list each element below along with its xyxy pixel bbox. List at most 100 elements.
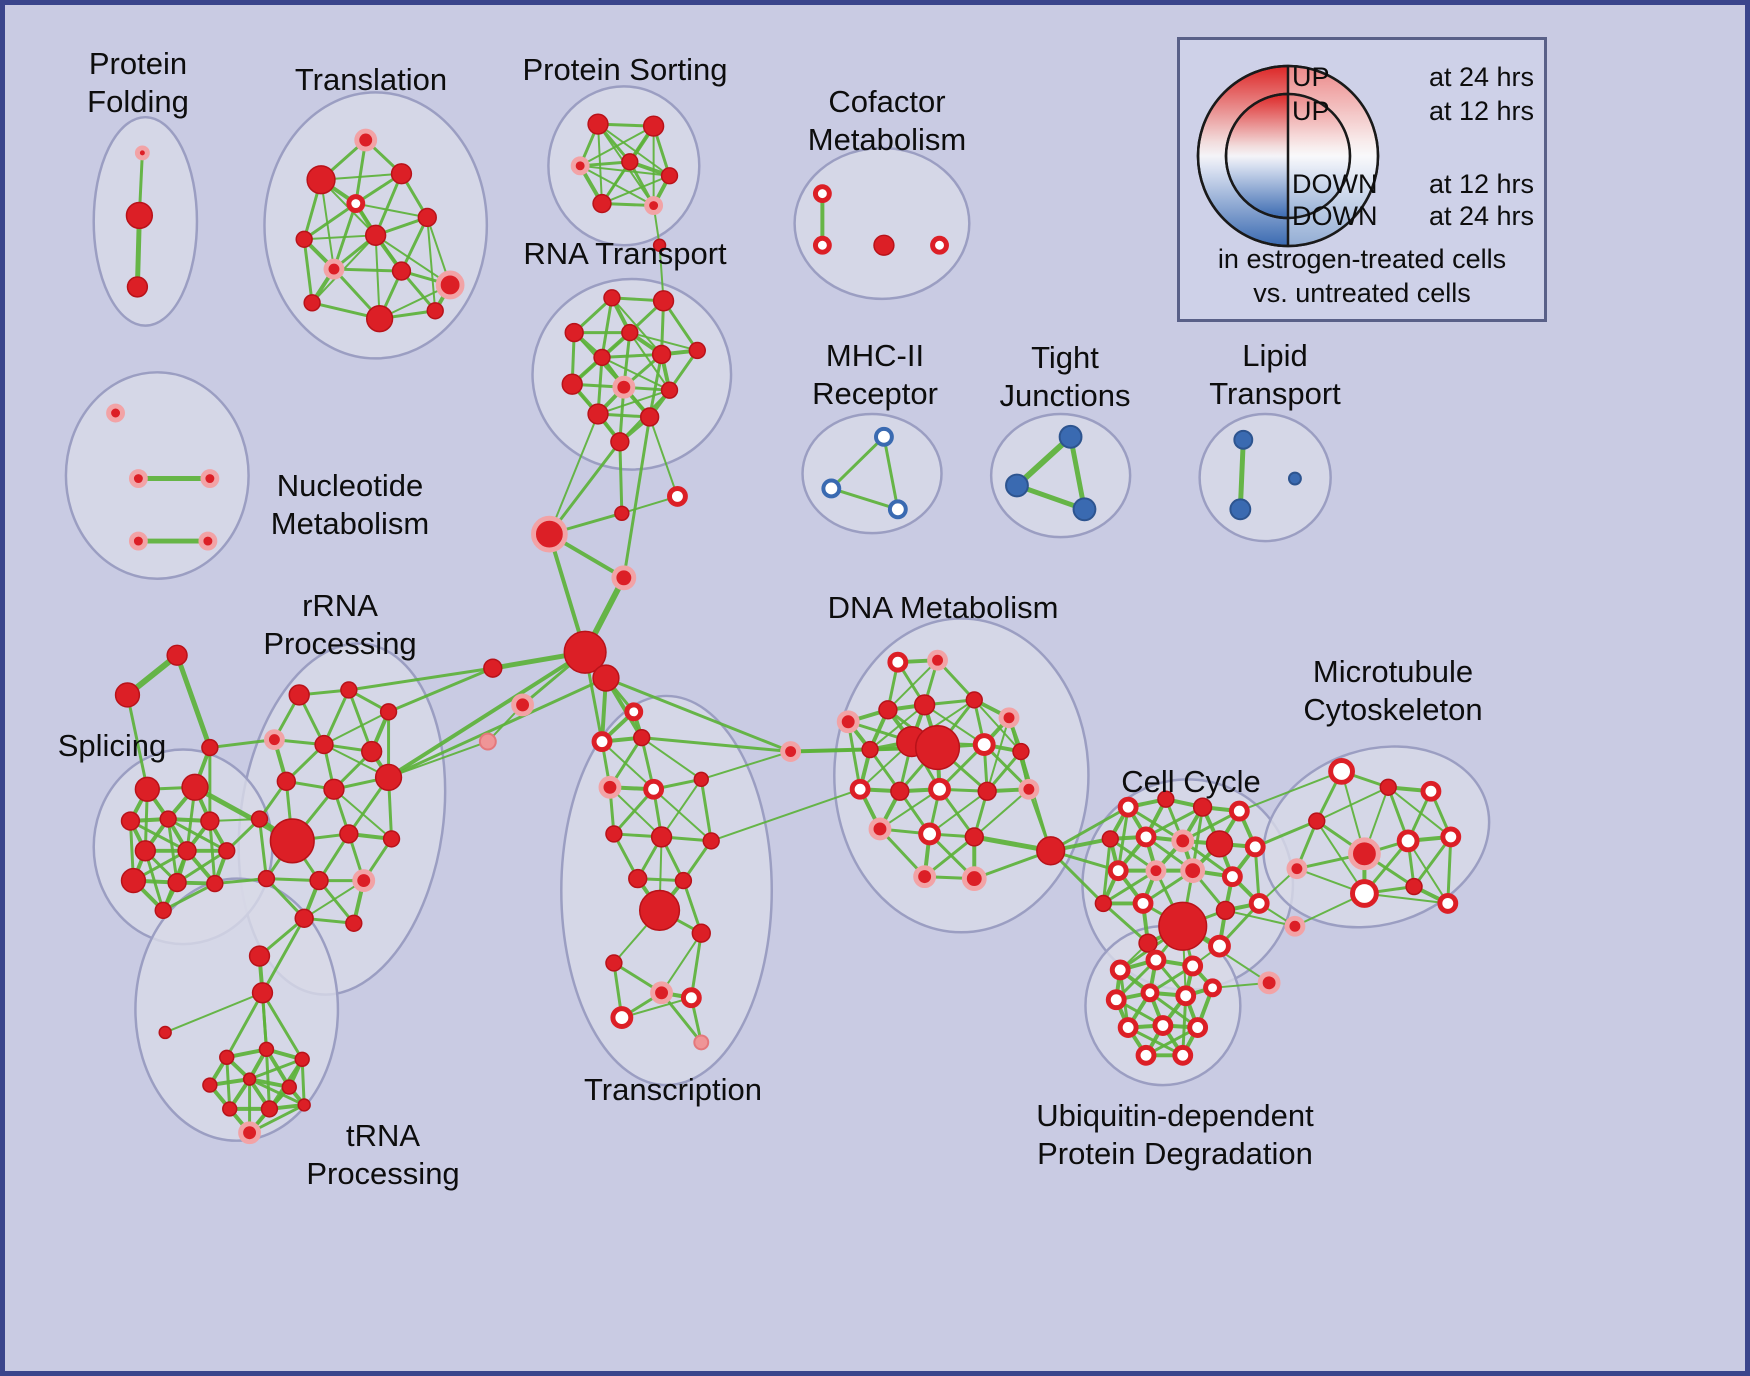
network-edge bbox=[1224, 909, 1296, 928]
network-edge bbox=[1049, 805, 1130, 853]
network-node bbox=[352, 869, 376, 893]
network-edge bbox=[652, 788, 713, 842]
network-node bbox=[1109, 959, 1131, 981]
network-node bbox=[1257, 971, 1281, 995]
network-node bbox=[200, 469, 220, 488]
network-node bbox=[1107, 860, 1129, 882]
network-node bbox=[1058, 424, 1083, 449]
network-node bbox=[134, 840, 157, 862]
network-node bbox=[693, 771, 709, 788]
network-node bbox=[913, 694, 936, 716]
network-node bbox=[306, 165, 336, 195]
network-node bbox=[263, 729, 285, 751]
network-node bbox=[660, 167, 679, 185]
legend-caption-line1: in estrogen-treated cells bbox=[1217, 244, 1507, 274]
network-node bbox=[125, 201, 154, 230]
network-node bbox=[126, 276, 149, 298]
network-node bbox=[1018, 778, 1040, 800]
network-edge bbox=[986, 716, 1011, 793]
network-edge bbox=[347, 688, 374, 754]
network-node bbox=[167, 872, 187, 893]
network-edge bbox=[225, 991, 264, 1059]
network-node bbox=[159, 810, 177, 828]
network-node bbox=[201, 738, 219, 757]
network-edge bbox=[710, 788, 862, 842]
network-node bbox=[1405, 877, 1423, 896]
network-edge bbox=[387, 666, 495, 714]
network-edge bbox=[386, 650, 588, 780]
network-node bbox=[1350, 879, 1379, 908]
network-node bbox=[1135, 826, 1157, 848]
network-node bbox=[561, 373, 583, 395]
network-node bbox=[1228, 800, 1250, 822]
network-node bbox=[1187, 1017, 1209, 1038]
network-node bbox=[1248, 892, 1270, 914]
network-node bbox=[691, 923, 711, 943]
network-node bbox=[1117, 1017, 1139, 1038]
network-edge bbox=[128, 819, 189, 853]
network-node bbox=[873, 234, 895, 256]
legend: UP at 24 hrs UP at 12 hrs DOWN at 12 hrs… bbox=[1177, 37, 1547, 322]
network-edge bbox=[648, 352, 664, 419]
network-node bbox=[650, 981, 673, 1005]
network-edge bbox=[125, 693, 149, 791]
network-node bbox=[134, 776, 160, 802]
network-edge bbox=[374, 234, 381, 320]
network-edge bbox=[208, 738, 276, 750]
network-node bbox=[812, 184, 832, 204]
network-node bbox=[1172, 1044, 1194, 1066]
network-node bbox=[483, 658, 503, 678]
network-node bbox=[674, 871, 693, 890]
network-node bbox=[238, 1121, 261, 1145]
network-node bbox=[587, 113, 609, 135]
network-edge bbox=[323, 710, 390, 746]
network-node bbox=[861, 740, 879, 759]
network-node bbox=[693, 1034, 710, 1051]
network-node bbox=[868, 817, 892, 841]
network-node bbox=[200, 811, 220, 831]
network-node bbox=[1180, 858, 1206, 884]
network-node bbox=[202, 1077, 218, 1093]
network-node bbox=[1205, 830, 1234, 858]
network-edge bbox=[689, 931, 703, 1000]
network-node bbox=[1135, 1044, 1157, 1066]
network-edge bbox=[882, 435, 900, 511]
network-edge bbox=[374, 172, 403, 237]
network-edge bbox=[699, 777, 713, 843]
cluster-ellipse-nucleotide-metabolism bbox=[64, 371, 250, 581]
network-node bbox=[218, 842, 236, 860]
network-node bbox=[651, 344, 672, 365]
network-edge bbox=[1315, 820, 1366, 895]
network-node bbox=[918, 822, 942, 846]
network-node bbox=[1192, 797, 1213, 817]
network-node bbox=[1171, 829, 1195, 853]
network-node bbox=[248, 945, 271, 967]
network-edge bbox=[260, 916, 306, 995]
network-node bbox=[276, 771, 296, 791]
network-edge bbox=[886, 659, 939, 711]
network-node bbox=[836, 710, 860, 734]
network-node bbox=[1101, 830, 1119, 848]
network-node bbox=[323, 778, 345, 800]
network-node bbox=[1012, 742, 1030, 761]
network-edge bbox=[597, 389, 671, 415]
network-node bbox=[610, 1006, 634, 1030]
network-edge bbox=[258, 817, 268, 881]
legend-time-up-24hrs: at 24 hrs bbox=[1428, 62, 1534, 92]
network-node bbox=[1221, 866, 1243, 888]
network-node bbox=[1138, 933, 1158, 953]
network-node bbox=[570, 156, 590, 176]
network-node bbox=[314, 734, 334, 755]
network-node bbox=[340, 681, 358, 699]
network-node bbox=[591, 731, 613, 753]
network-edge bbox=[600, 352, 664, 359]
network-edge bbox=[164, 991, 264, 1034]
network-edge bbox=[846, 720, 862, 791]
network-node bbox=[587, 403, 609, 425]
network-edge bbox=[1407, 839, 1449, 905]
network-node bbox=[878, 700, 898, 720]
network-node bbox=[354, 128, 378, 152]
network-node bbox=[612, 375, 636, 399]
network-edge bbox=[640, 736, 793, 754]
network-edge bbox=[374, 234, 452, 286]
